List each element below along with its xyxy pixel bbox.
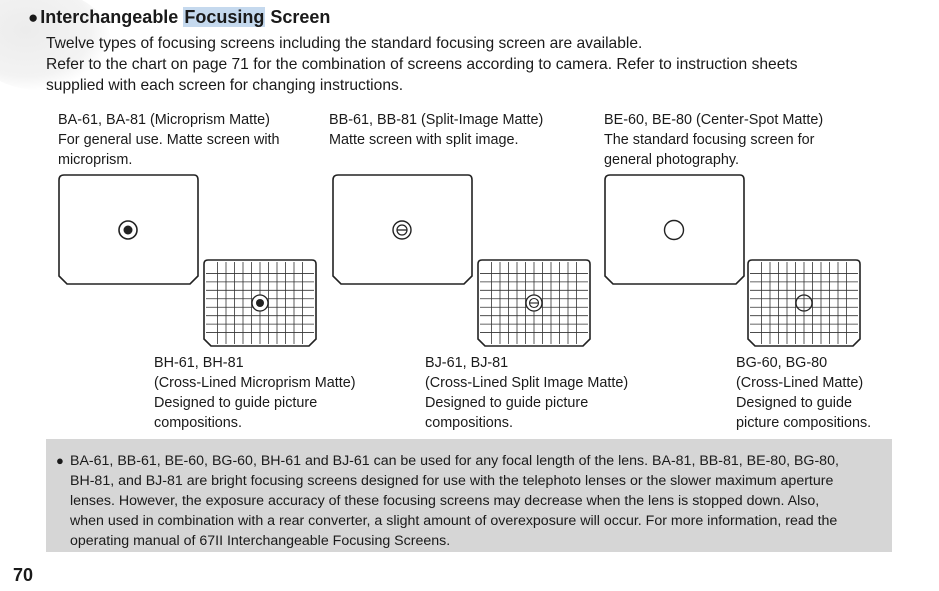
screen-desc-be: BE-60, BE-80 (Center-Spot Matte) The sta… bbox=[604, 110, 823, 170]
note-line: lenses. However, the exposure accuracy o… bbox=[70, 493, 820, 509]
matte-screen-microprism-illustration bbox=[58, 174, 199, 285]
intro-text: Twelve types of focusing screens includi… bbox=[46, 33, 798, 96]
screen-description: Designed to guide picture bbox=[154, 395, 318, 411]
note-line: when used in combination with a rear con… bbox=[70, 513, 838, 529]
intro-line: Refer to the chart on page 71 for the co… bbox=[46, 56, 798, 73]
screen-description: (Cross-Lined Microprism Matte) bbox=[154, 375, 356, 391]
screen-desc-bg: BG-60, BG-80 (Cross-Lined Matte) Designe… bbox=[736, 353, 871, 433]
screen-desc-bb: BB-61, BB-81 (Split-Image Matte) Matte s… bbox=[329, 110, 543, 150]
microprism-dot bbox=[256, 299, 264, 307]
heading-bullet: ● bbox=[28, 8, 39, 27]
center-circle bbox=[795, 294, 813, 312]
heading-text-end: Screen bbox=[265, 7, 331, 27]
note-line: BA-61, BB-61, BE-60, BG-60, BH-61 and BJ… bbox=[70, 453, 839, 469]
screen-description: general photography. bbox=[604, 152, 739, 168]
screen-desc-bj: BJ-61, BJ-81 (Cross-Lined Split Image Ma… bbox=[425, 353, 628, 433]
heading-highlighted-word: Focusing bbox=[183, 7, 266, 27]
screen-description: compositions. bbox=[425, 415, 513, 431]
matte-screen-center-spot-illustration bbox=[604, 174, 745, 285]
screen-model: BE-60, BE-80 (Center-Spot Matte) bbox=[604, 112, 824, 128]
screen-description: For general use. Matte screen with bbox=[58, 132, 280, 148]
split-image-ring bbox=[528, 297, 540, 309]
cross-lined-split-image-screen-illustration bbox=[477, 259, 591, 347]
screen-description: Matte screen with split image. bbox=[329, 132, 519, 148]
matte-screen-split-image-illustration bbox=[332, 174, 473, 285]
cross-lined-matte-screen-illustration bbox=[747, 259, 861, 347]
screen-description: Designed to guide picture bbox=[425, 395, 589, 411]
note-text: ● BA-61, BB-61, BE-60, BG-60, BH-61 and … bbox=[56, 451, 886, 551]
screen-description: (Cross-Lined Matte) bbox=[736, 375, 864, 391]
intro-line: supplied with each screen for changing i… bbox=[46, 77, 404, 94]
note-line: operating manual of 67II Interchangeable… bbox=[70, 533, 451, 549]
note-line: BH-81, and BJ-81 are bright focusing scr… bbox=[70, 473, 834, 489]
screen-description: The standard focusing screen for bbox=[604, 132, 815, 148]
section-heading: ●Interchangeable Focusing Screen bbox=[28, 7, 330, 28]
screen-model: BA-61, BA-81 (Microprism Matte) bbox=[58, 112, 270, 128]
note-bullet: ● bbox=[56, 453, 64, 468]
screen-description: microprism. bbox=[58, 152, 133, 168]
page-number: 70 bbox=[13, 565, 34, 585]
screen-description: (Cross-Lined Split Image Matte) bbox=[425, 375, 629, 391]
screen-desc-ba: BA-61, BA-81 (Microprism Matte) For gene… bbox=[58, 110, 280, 170]
screen-model: BG-60, BG-80 bbox=[736, 355, 828, 371]
screen-desc-bh: BH-61, BH-81 (Cross-Lined Microprism Mat… bbox=[154, 353, 356, 433]
screen-description: picture compositions. bbox=[736, 415, 872, 431]
heading-text-start: Interchangeable bbox=[40, 7, 184, 27]
screen-description: Designed to guide bbox=[736, 395, 853, 411]
screen-model: BJ-61, BJ-81 bbox=[425, 355, 509, 371]
screen-model: BH-61, BH-81 bbox=[154, 355, 244, 371]
cross-lined-microprism-screen-illustration bbox=[203, 259, 317, 347]
note-box bbox=[46, 439, 892, 552]
intro-line: Twelve types of focusing screens includi… bbox=[46, 35, 643, 52]
screen-model: BB-61, BB-81 (Split-Image Matte) bbox=[329, 112, 544, 128]
screen-description: compositions. bbox=[154, 415, 242, 431]
